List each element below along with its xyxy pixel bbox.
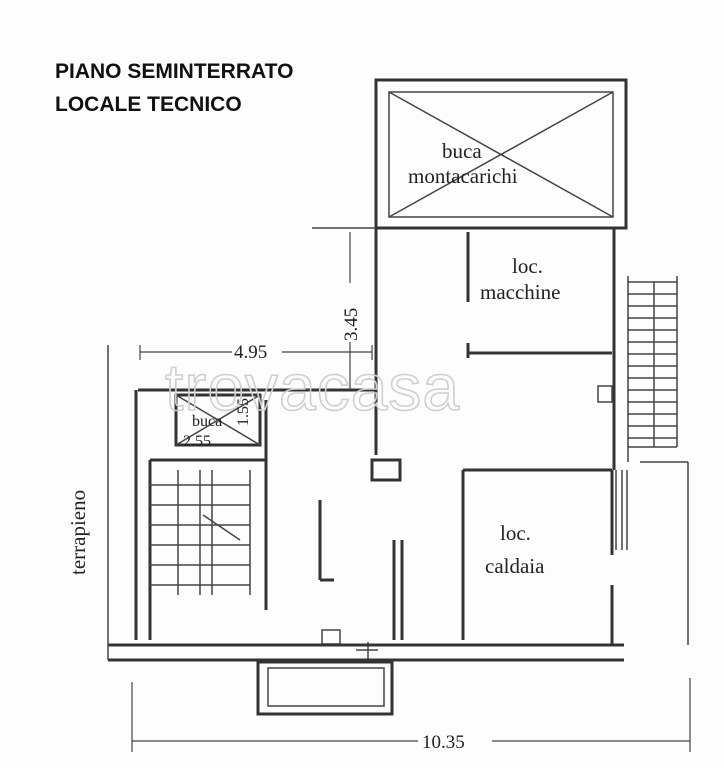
technical-rooms-walls	[312, 227, 616, 482]
stairwell	[134, 388, 376, 640]
lift-pit-label-line1: buca	[442, 139, 482, 163]
boiler-room: loc. caldaia	[461, 468, 614, 645]
bottom-structure	[107, 345, 624, 716]
exterior-stair	[615, 276, 689, 645]
machine-room: loc. macchine	[480, 254, 560, 304]
plan-title-line2: LOCALE TECNICO	[55, 93, 242, 116]
dimension-total-width: 10.35	[422, 732, 465, 753]
watermark: trovacasa	[165, 350, 460, 424]
boiler-room-label-line2: caldaia	[485, 554, 545, 578]
plan-title-line1: PIANO SEMINTERRATO	[55, 60, 293, 83]
boiler-room-label-line1: loc.	[500, 521, 531, 545]
side-label-terrapieno: terrapieno	[66, 490, 90, 575]
corridor-walls	[318, 500, 404, 660]
small-shaft-width: 2.55	[183, 433, 211, 450]
lift-pit-label-line2: montacarichi	[408, 164, 518, 188]
dimension-height-right: 3.45	[341, 308, 362, 341]
machine-room-label-line2: macchine	[480, 280, 560, 304]
small-shaft-height: 1.55	[235, 398, 252, 426]
small-shaft-label: buca	[192, 413, 222, 430]
lift-pit: buca montacarichi	[374, 78, 628, 230]
machine-room-label-line1: loc.	[512, 254, 543, 278]
dimension-width-left: 4.95	[234, 342, 267, 363]
small-shaft: buca 2.55 1.55	[174, 393, 262, 450]
dimension-lines: 4.95 3.45 10.35	[131, 232, 691, 753]
